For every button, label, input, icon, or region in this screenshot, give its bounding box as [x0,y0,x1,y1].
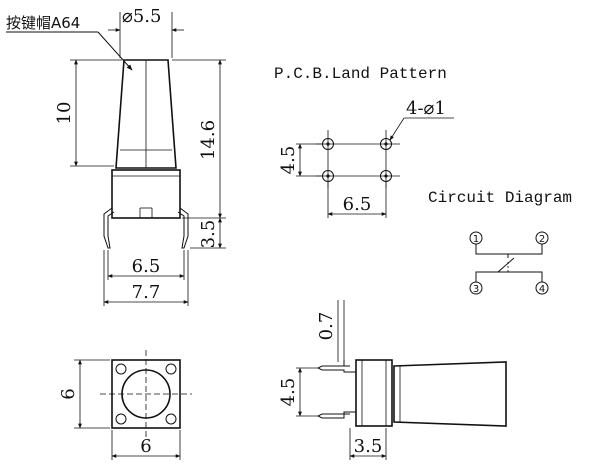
pin-1-circle [469,231,483,245]
total-height-label: 14.6 [198,120,219,160]
pcb-hole-label: 4-⌀1 [406,98,446,119]
pcb-hole-2 [380,138,392,150]
circuit-diagram: Circuit Diagram 1 2 3 4 [428,189,572,295]
pcb-land-pattern: P.C.B.Land Pattern 4-⌀1 4.5 6.5 [274,65,454,218]
horizontal-side-view: 0.7 4.5 3.5 [278,300,507,460]
pin-span-label: 7.7 [132,282,161,303]
pin-3-label: 3 [473,284,479,295]
side-pitch-label: 4.5 [278,378,299,407]
corner-hole-br [165,413,177,425]
switch-contact [497,257,515,273]
side-body [355,359,393,427]
front-view: 按键帽A64 ⌀5.5 10 14.6 3.5 6.5 7.7 [6,6,226,306]
top-height-label: 6 [58,388,79,399]
pcb-hole-3 [322,170,334,182]
upper-pin [316,365,356,373]
top-view: 6 6 [58,350,192,460]
corner-hole-tr [165,363,177,375]
offset-label: 0.7 [316,312,337,341]
cap-diameter-label: ⌀5.5 [122,6,161,27]
pcb-hole-4 [380,170,392,182]
switch-body [111,169,181,219]
circuit-title: Circuit Diagram [428,189,572,207]
corner-hole-tl [115,363,127,375]
cap-outline [115,59,177,169]
lower-pin [316,411,356,419]
pin-1-label: 1 [473,234,479,245]
body-width-label: 6.5 [132,256,161,277]
pin-length-label: 3.5 [198,220,219,249]
pcb-pitch-h-label: 6.5 [343,194,372,215]
corner-hole-bl [115,413,127,425]
cap-label: 按键帽A64 [6,14,80,32]
pin-2-label: 2 [539,234,545,245]
side-cap [393,361,507,427]
cap-height-label: 10 [54,102,75,125]
side-depth-label: 3.5 [354,436,383,457]
pcb-title: P.C.B.Land Pattern [274,65,447,83]
top-width-label: 6 [140,436,151,457]
pin-4-label: 4 [539,284,545,295]
pin-3-circle [469,281,483,295]
pin-2-circle [535,231,549,245]
pcb-pitch-v-label: 4.5 [278,146,299,175]
cap-label-leader [97,31,133,71]
pcb-hole-1 [322,138,334,150]
pin-4-circle [535,281,549,295]
left-pin [103,207,115,249]
